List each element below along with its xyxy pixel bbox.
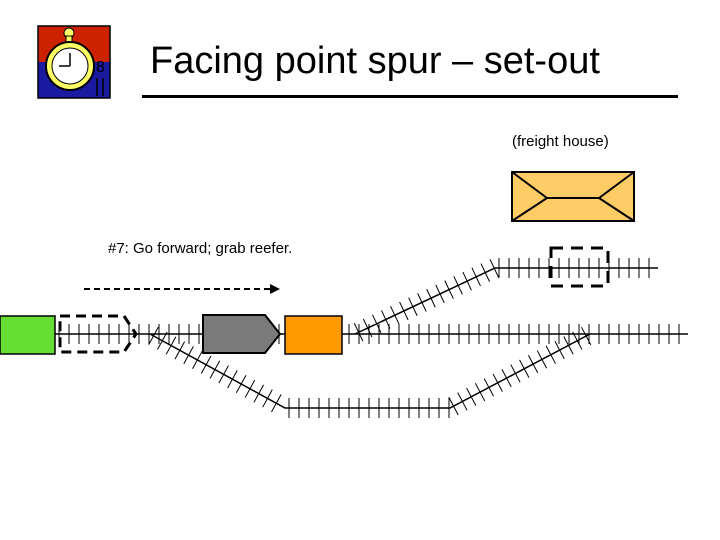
locomotive — [202, 314, 282, 354]
freight-house-label: (freight house) — [512, 133, 609, 150]
step-caption: #7: Go forward; grab reefer. — [108, 240, 293, 257]
ghost-locomotive-outline — [58, 314, 138, 354]
stopwatch-logo: 8 — [37, 25, 111, 99]
svg-text:8: 8 — [96, 59, 105, 76]
runaround-track — [149, 333, 591, 409]
reefer-car — [284, 315, 343, 355]
freight-house — [511, 171, 635, 222]
spur-track — [354, 267, 658, 335]
title-underline — [142, 95, 678, 98]
green-car — [0, 315, 56, 355]
page-title: Facing point spur – set-out — [150, 40, 600, 82]
forward-arrow — [84, 284, 280, 294]
ghost-car-outline — [549, 246, 610, 288]
